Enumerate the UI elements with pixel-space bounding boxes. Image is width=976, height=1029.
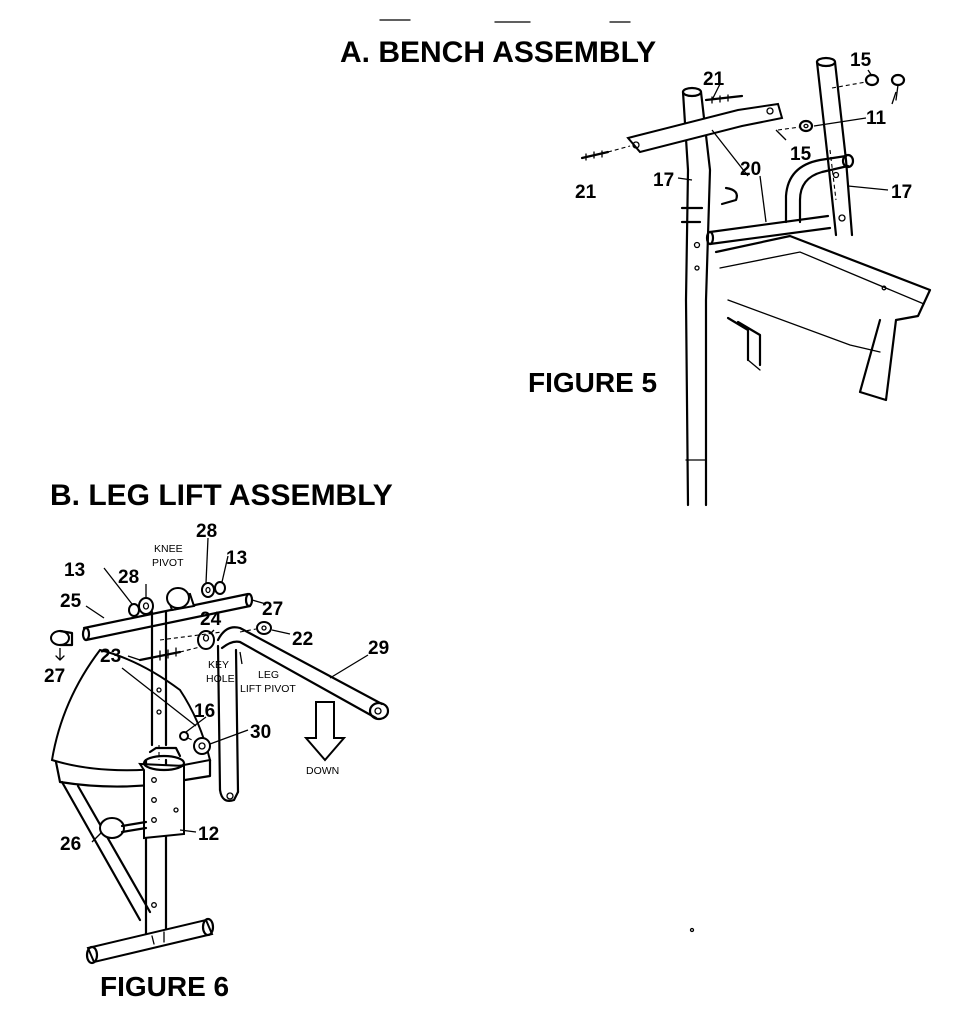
callout-13-left: 13 bbox=[64, 560, 85, 581]
washer-28-left bbox=[138, 597, 154, 615]
nut-13-left bbox=[128, 603, 140, 617]
down-arrow-icon bbox=[303, 701, 347, 762]
slot-bracket bbox=[680, 186, 738, 224]
figure-6-caption: FIGURE 6 bbox=[100, 971, 229, 1002]
callout-13-right: 13 bbox=[226, 548, 247, 569]
end-cap-27-left bbox=[50, 629, 74, 647]
callout-11: 11 bbox=[866, 108, 887, 129]
bolt-21-top bbox=[704, 94, 744, 104]
scan-speck bbox=[689, 927, 695, 933]
nut-15-top bbox=[864, 73, 880, 87]
callout-21-bottom: 21 bbox=[575, 182, 597, 203]
scan-marks bbox=[379, 19, 631, 23]
left-upright-post bbox=[681, 86, 712, 507]
label-key-hole-line2: HOLE bbox=[206, 673, 235, 685]
nut-22 bbox=[256, 621, 272, 635]
bolt-16 bbox=[179, 731, 189, 741]
washer-11 bbox=[798, 119, 814, 133]
label-leg-lift-pivot-line1: LEG bbox=[258, 669, 279, 681]
bolt-23 bbox=[138, 645, 205, 662]
callout-17-right: 17 bbox=[891, 182, 912, 203]
label-knee-pivot-line2: PIVOT bbox=[152, 557, 184, 569]
bolt-head-top-right bbox=[890, 73, 906, 101]
figure-6-leg-lift-drawing bbox=[50, 537, 390, 965]
label-down: DOWN bbox=[306, 765, 339, 777]
callout-15-middle: 15 bbox=[790, 144, 812, 165]
leg-lift-assembly-heading: B. LEG LIFT ASSEMBLY bbox=[50, 479, 393, 512]
callout-22: 22 bbox=[292, 629, 313, 650]
callout-21-top: 21 bbox=[703, 69, 725, 90]
figure-5-caption: FIGURE 5 bbox=[528, 367, 657, 398]
label-knee-pivot-line1: KNEE bbox=[154, 543, 183, 555]
floor-foot-bar bbox=[85, 917, 215, 965]
callout-26: 26 bbox=[60, 834, 81, 855]
leg-seat-pad bbox=[50, 648, 212, 922]
callout-25: 25 bbox=[60, 591, 82, 612]
bench-seat-pad bbox=[714, 234, 932, 402]
callout-15-top: 15 bbox=[850, 50, 872, 71]
callout-27-right: 27 bbox=[262, 599, 283, 620]
spacer-30 bbox=[193, 737, 211, 755]
callout-28-left: 28 bbox=[118, 567, 139, 588]
bolt-21-left bbox=[580, 145, 631, 161]
callout-23: 23 bbox=[100, 646, 121, 667]
key-hole-bracket-24 bbox=[197, 630, 215, 650]
callout-29: 29 bbox=[368, 638, 389, 659]
right-upright-post bbox=[815, 56, 854, 237]
nut-13-right bbox=[214, 581, 226, 595]
callout-30: 30 bbox=[250, 722, 271, 743]
callout-24: 24 bbox=[200, 609, 222, 630]
top-bracket-plate bbox=[626, 102, 784, 154]
leg-lift-hanging-tube bbox=[216, 644, 240, 802]
callout-27-left: 27 bbox=[44, 666, 65, 687]
callout-28-top: 28 bbox=[196, 521, 217, 542]
handle-loop bbox=[784, 153, 855, 224]
washer-28-right bbox=[201, 582, 215, 598]
main-vertical-post-12 bbox=[138, 746, 186, 942]
pop-pin-knob-26 bbox=[99, 817, 148, 839]
callout-17-left: 17 bbox=[653, 170, 674, 191]
callout-12: 12 bbox=[198, 824, 219, 845]
cross-bar-20 bbox=[705, 214, 832, 246]
knee-pivot-roller bbox=[166, 587, 196, 612]
bench-assembly-heading: A. BENCH ASSEMBLY bbox=[340, 36, 656, 69]
label-key-hole-line1: KEY bbox=[208, 659, 229, 671]
callout-20: 20 bbox=[740, 159, 761, 180]
label-leg-lift-pivot-line2: LIFT PIVOT bbox=[240, 683, 296, 695]
figure-5-bench-drawing bbox=[580, 56, 932, 507]
leg-lift-arm-29 bbox=[216, 626, 390, 721]
callout-16: 16 bbox=[194, 701, 215, 722]
upper-leg-tube bbox=[150, 610, 168, 760]
